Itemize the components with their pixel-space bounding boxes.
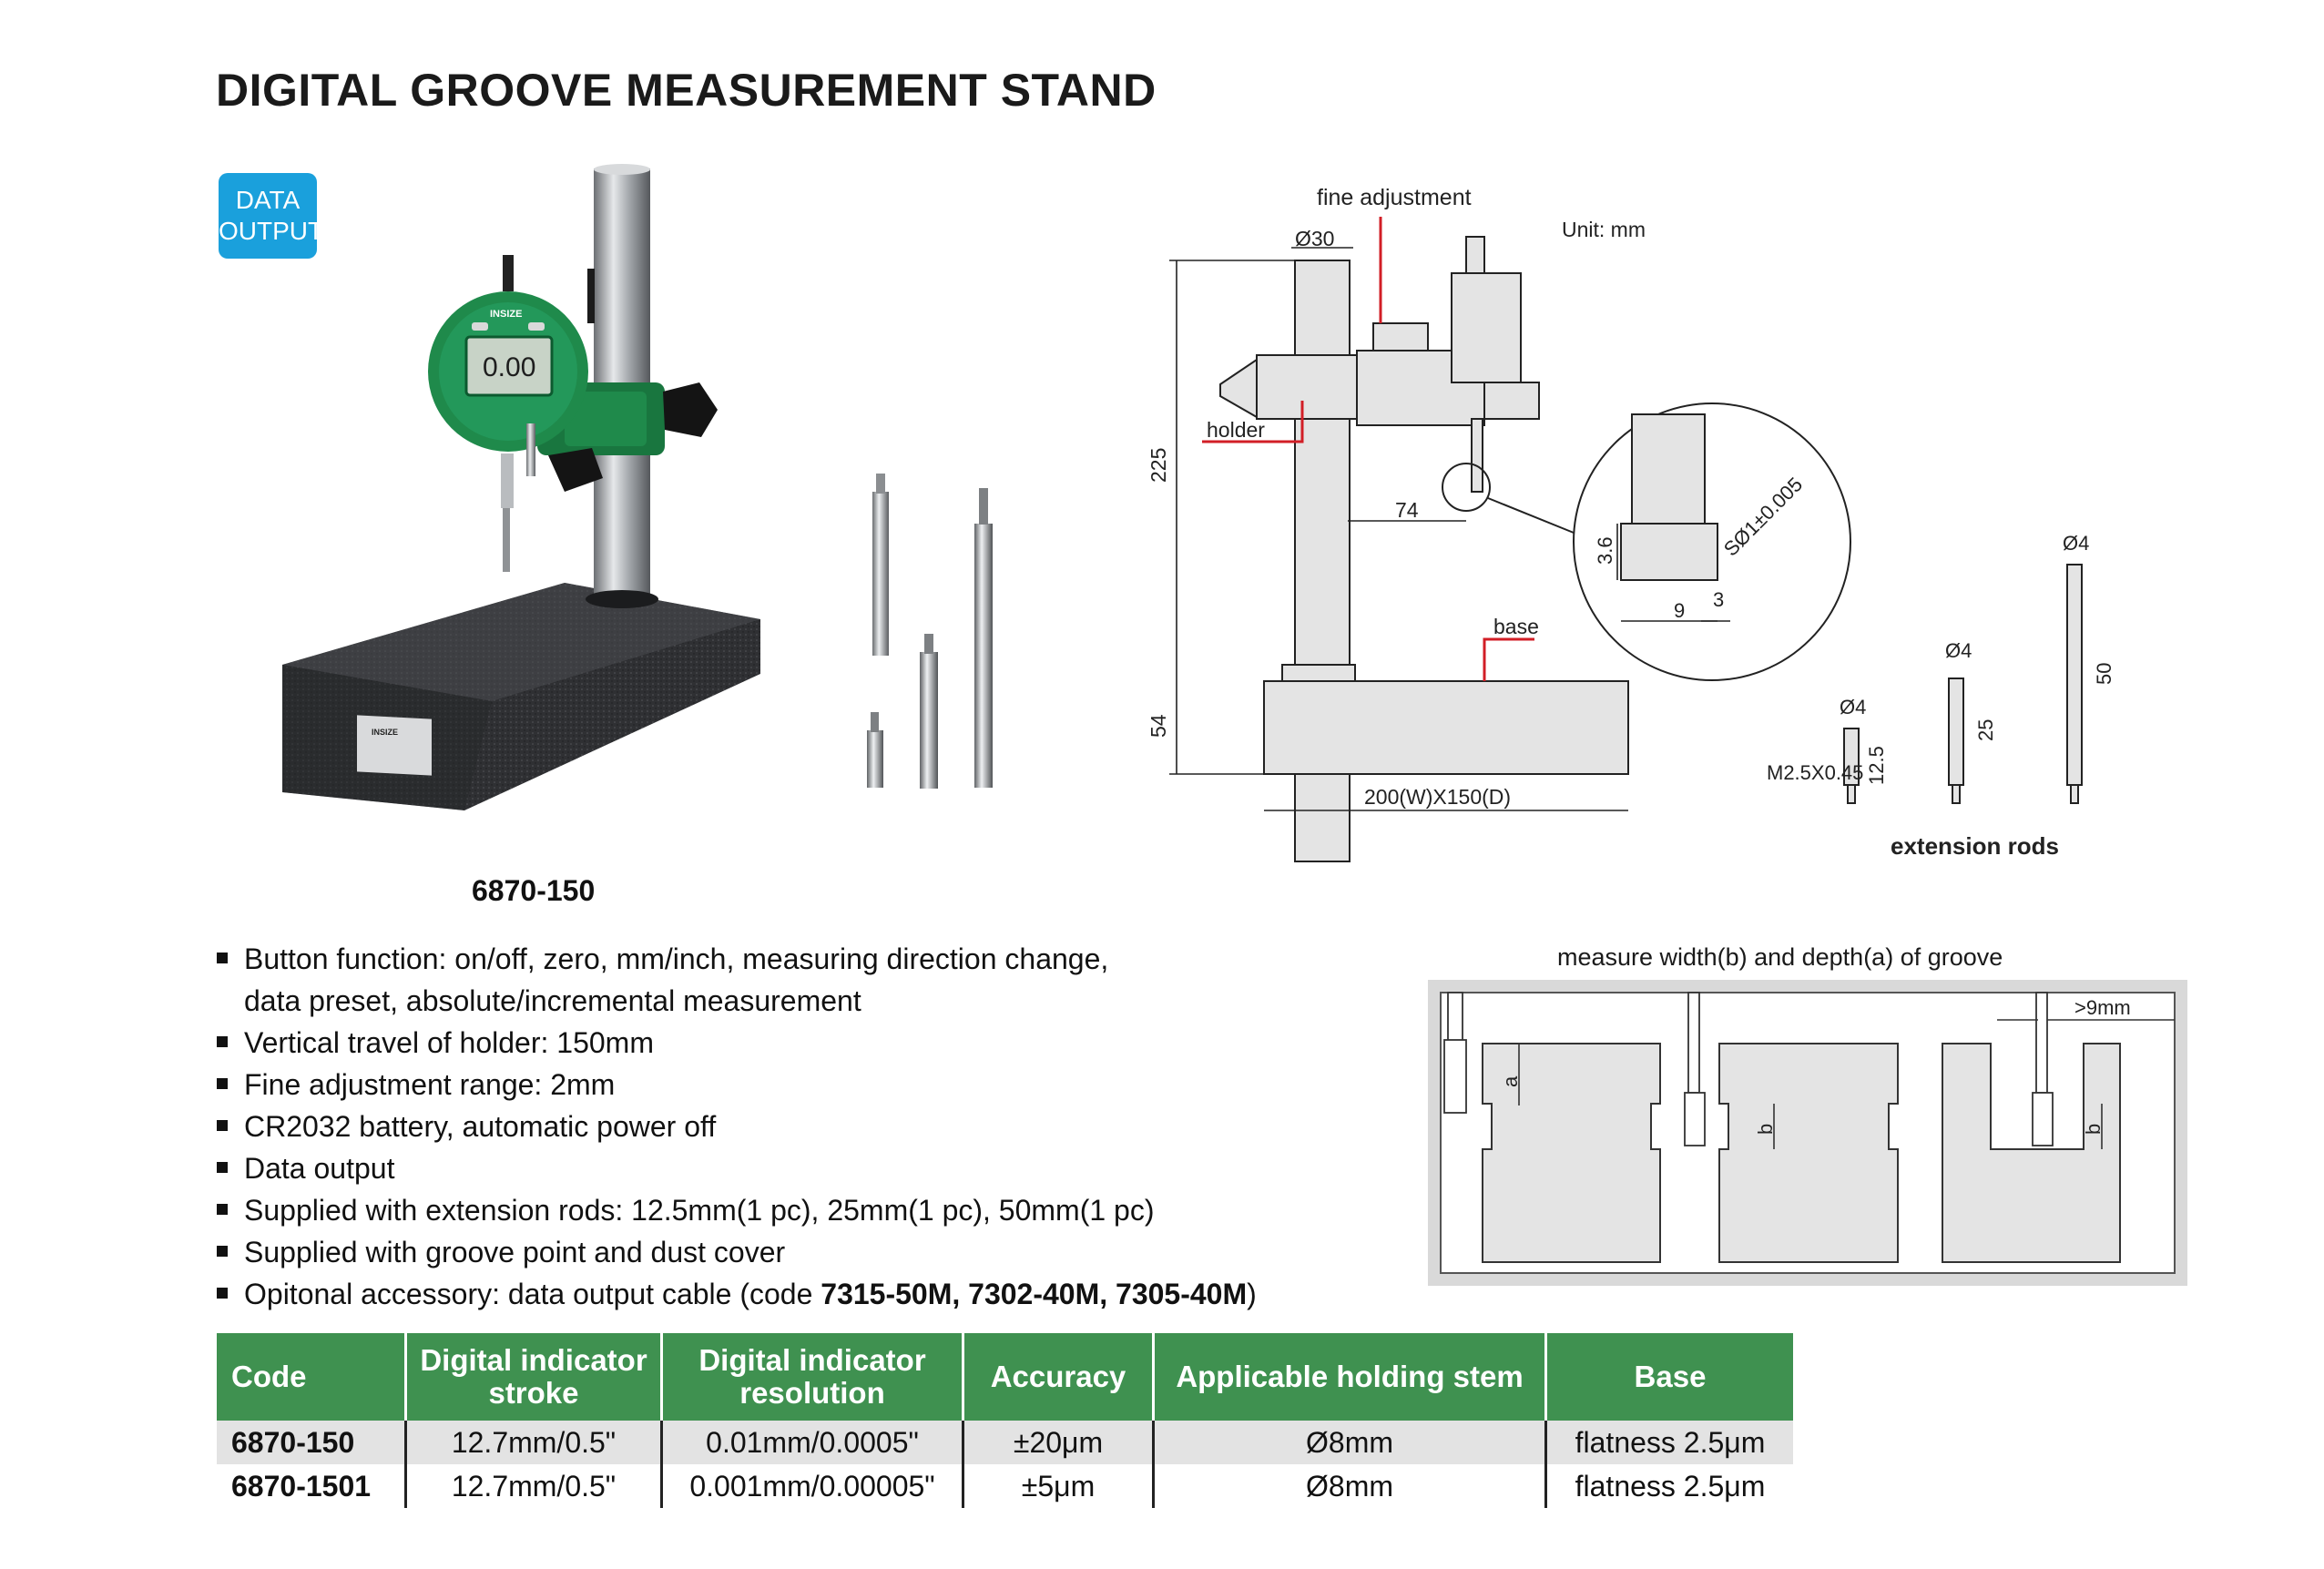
rod-thread: M2.5X0.45 (1767, 761, 1863, 784)
rod3-len: 50 (2093, 663, 2115, 685)
dim-column-dia: Ø30 (1295, 227, 1334, 250)
accessory-prefix: Opitonal accessory: data output cable (c… (244, 1278, 821, 1310)
specs-table: Code Digital indicator stroke Digital in… (217, 1333, 1793, 1508)
cell-stroke: 12.7mm/0.5" (405, 1421, 663, 1464)
product-photo: INSIZE 0.00 INSIZE (282, 164, 889, 810)
detail-w9: 9 (1674, 599, 1685, 622)
feature-item: Data output (215, 1147, 1362, 1189)
header-base: Base (1545, 1333, 1793, 1421)
header-holding-stem: Applicable holding stem (1153, 1333, 1547, 1421)
drawing-holder (1256, 354, 1358, 420)
lock-knob (548, 448, 603, 492)
drawing-base (1263, 680, 1629, 775)
rod-long (974, 524, 993, 788)
product-code: 6870-150 (472, 874, 596, 907)
label-holder: holder (1207, 418, 1265, 442)
label-fine-adjustment: fine adjustment (1317, 185, 1472, 210)
groove-caption: measure width(b) and depth(a) of groove (1557, 943, 2003, 971)
cell-resolution: 0.01mm/0.0005" (661, 1421, 964, 1464)
cell-base: flatness 2.5μm (1545, 1464, 1793, 1508)
rod-50 (872, 492, 889, 656)
badge-line-2: OUTPUT (219, 217, 324, 245)
dim-height: 225 (1147, 448, 1170, 483)
header-code: Code (217, 1333, 407, 1421)
rods-caption: extension rods (1891, 832, 2059, 860)
extension-rods-photo-group (867, 488, 993, 789)
table-row: 6870-150 12.7mm/0.5" 0.01mm/0.0005" ±20μ… (217, 1421, 1793, 1464)
cell-accuracy: ±5μm (963, 1464, 1155, 1508)
cell-code: 6870-1501 (217, 1464, 407, 1508)
data-output-badge: DATA OUTPUT (219, 173, 324, 259)
extension-rods-photo (526, 269, 889, 656)
feature-item: Supplied with extension rods: 12.5mm(1 p… (215, 1189, 1362, 1231)
indicator-lcd (464, 335, 554, 397)
indicator-reading: 0.00 (483, 352, 535, 382)
rod2-dia: Ø4 (1945, 639, 1972, 662)
cell-code: 6870-150 (217, 1421, 407, 1464)
feature-item-accessory: Opitonal accessory: data output cable (c… (215, 1273, 1362, 1315)
cell-stroke: 12.7mm/0.5" (405, 1464, 663, 1508)
ext-rod-50 (2066, 564, 2083, 786)
dim-base-height: 54 (1147, 714, 1170, 738)
accessory-suffix: ) (1247, 1278, 1257, 1310)
header-stroke: Digital indicator stroke (405, 1333, 663, 1421)
feature-item: Vertical travel of holder: 150mm (215, 1022, 1362, 1064)
groove-diagram: a b b >9mm (1428, 980, 2187, 1286)
rod1-len: 12.5 (1865, 746, 1888, 785)
workpiece-3 (1942, 1043, 2121, 1263)
dim-base-size: 200(W)X150(D) (1364, 785, 1511, 809)
indicator-spindle (503, 508, 510, 572)
dim-reach: 74 (1395, 498, 1419, 522)
rod2-len: 25 (1974, 719, 1997, 741)
feature-item: Supplied with groove point and dust cove… (215, 1231, 1362, 1273)
holder-knob (663, 382, 718, 437)
unit-label: Unit: mm (1562, 218, 1646, 241)
label-plate-brand: INSIZE (372, 728, 398, 737)
header-accuracy: Accuracy (963, 1333, 1155, 1421)
feature-item: Button function: on/off, zero, mm/inch, … (215, 938, 1362, 980)
workpiece-2 (1718, 1043, 1899, 1263)
indicator-brand: INSIZE (490, 309, 522, 320)
granite-base: INSIZE (282, 583, 760, 810)
table-header-row: Code Digital indicator stroke Digital in… (217, 1333, 1793, 1421)
rod3-dia: Ø4 (2063, 532, 2089, 555)
probe-2 (1687, 992, 1700, 1094)
drawing-indicator (1451, 272, 1522, 383)
ext-rod-25 (1948, 678, 1964, 786)
groove-label-9mm: >9mm (2074, 996, 2131, 1019)
accessory-codes: 7315-50M, 7302-40M, 7305-40M (821, 1278, 1248, 1310)
cell-holding-stem: Ø8mm (1153, 1421, 1547, 1464)
detail-h: 3.6 (1594, 536, 1616, 565)
cell-resolution: 0.001mm/0.00005" (661, 1464, 964, 1508)
technical-drawing: fine adjustment Unit: mm Ø30 holder base… (1147, 185, 2115, 862)
workpiece-1 (1482, 1043, 1661, 1263)
page-title: DIGITAL GROOVE MEASUREMENT STAND (216, 65, 1157, 116)
groove-label-b2: b (2082, 1124, 2105, 1135)
feature-item-continued: data preset, absolute/incremental measur… (244, 984, 861, 1017)
cell-accuracy: ±20μm (963, 1421, 1155, 1464)
badge-line-1: DATA (235, 186, 301, 214)
cell-holding-stem: Ø8mm (1153, 1464, 1547, 1508)
label-plate (357, 715, 432, 776)
probe-3 (2035, 992, 2048, 1094)
rod-medium (920, 652, 938, 789)
feature-item: Fine adjustment range: 2mm (215, 1064, 1362, 1105)
feature-list: Button function: on/off, zero, mm/inch, … (215, 938, 1362, 1315)
rod-short (867, 730, 883, 788)
groove-label-b1: b (1754, 1124, 1777, 1135)
drawing-fine-knob (1372, 322, 1429, 351)
header-resolution: Digital indicator resolution (661, 1333, 964, 1421)
feature-item: CR2032 battery, automatic power off (215, 1105, 1362, 1147)
detail-w3: 3 (1713, 588, 1724, 611)
table-row: 6870-1501 12.7mm/0.5" 0.001mm/0.00005" ±… (217, 1464, 1793, 1508)
label-base: base (1493, 615, 1539, 638)
digital-indicator: 0.00 INSIZE (428, 255, 588, 572)
rod1-dia: Ø4 (1840, 696, 1866, 718)
groove-label-a: a (1499, 1075, 1522, 1087)
cell-base: flatness 2.5μm (1545, 1421, 1793, 1464)
